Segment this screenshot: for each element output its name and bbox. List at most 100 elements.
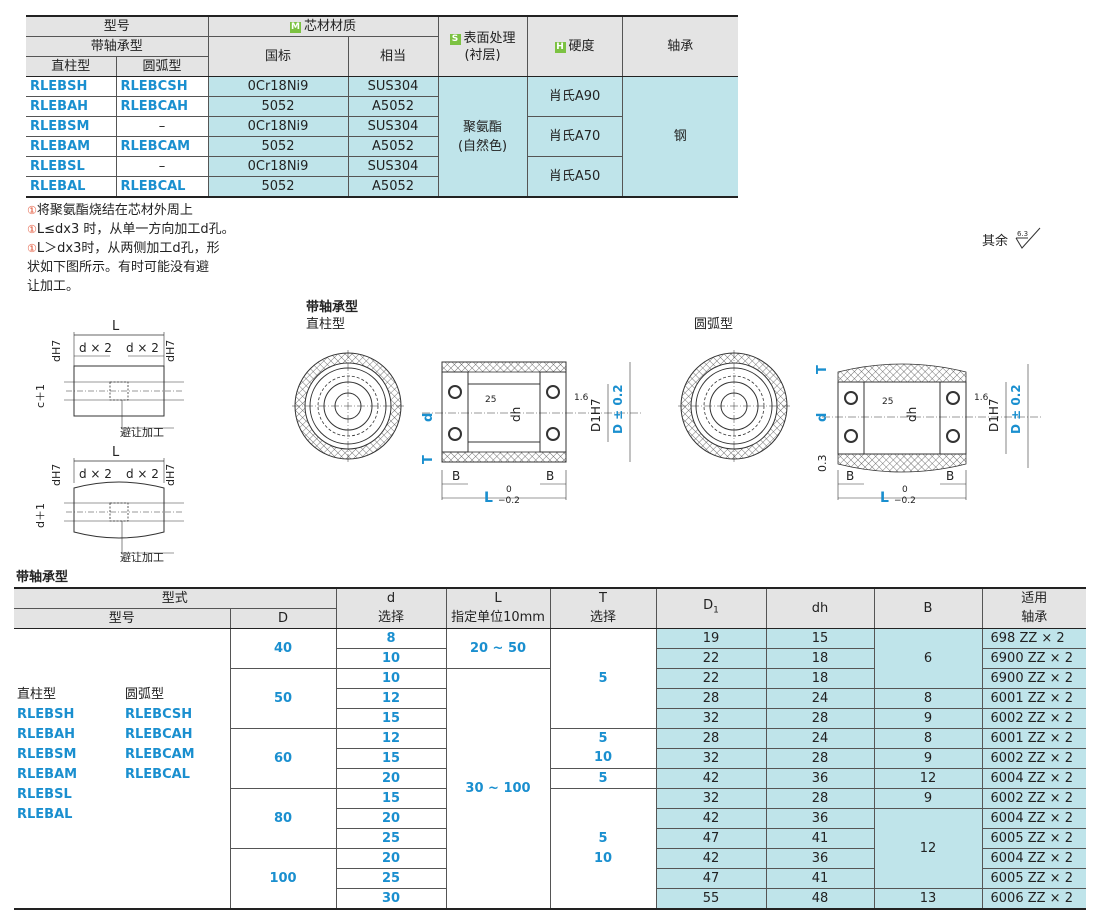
- dh-value: 18: [765, 648, 875, 669]
- model-code: –: [115, 156, 209, 177]
- B-value: 8: [873, 728, 983, 749]
- s-icon: S: [449, 33, 461, 45]
- model-code: RLEBSL: [26, 156, 117, 177]
- model-code: RLEBAM: [26, 136, 117, 157]
- model-code: RLEBCSH: [115, 76, 209, 97]
- svg-text:D ± 0.2: D ± 0.2: [611, 384, 625, 434]
- material-gb: 5052: [207, 136, 349, 157]
- header-with-bearing: 带轴承型: [26, 36, 209, 57]
- dh-value: 28: [765, 788, 875, 809]
- svg-text:0.3: 0.3: [816, 455, 829, 473]
- header-d-sub: 选择: [335, 608, 447, 629]
- D1-value: 32: [655, 748, 767, 769]
- B-value: 12: [873, 768, 983, 789]
- svg-text:dh: dh: [905, 407, 919, 422]
- D1-value: 42: [655, 848, 767, 869]
- svg-text:避让加工: 避让加工: [120, 425, 164, 439]
- drawing-title: 带轴承型: [306, 300, 359, 315]
- dh-value: 28: [765, 748, 875, 769]
- surface-value: 聚氨酯(自然色): [437, 76, 528, 198]
- model-code: RLEBCAH: [115, 96, 209, 117]
- D1-value: 55: [655, 888, 767, 910]
- svg-text:避让加工: 避让加工: [120, 550, 164, 564]
- model-code: RLEBCAM: [115, 136, 209, 157]
- B-value: 9: [873, 708, 983, 729]
- svg-text:d: d: [815, 413, 830, 422]
- h-icon: H: [554, 42, 566, 53]
- svg-text:d × 2: d × 2: [126, 341, 159, 355]
- D1-value: 22: [655, 668, 767, 689]
- D1-value: 28: [655, 688, 767, 709]
- dh-value: 41: [765, 868, 875, 889]
- material-gb: 5052: [207, 176, 349, 198]
- header-L: L: [445, 587, 551, 609]
- svg-text:B: B: [946, 469, 954, 483]
- T-value: 10: [549, 748, 657, 769]
- svg-text:L: L: [112, 319, 120, 334]
- d-value: 8: [335, 628, 447, 649]
- T-value: 5: [549, 728, 657, 749]
- dh-value: 36: [765, 768, 875, 789]
- svg-text:25: 25: [882, 397, 893, 407]
- dh-value: 18: [765, 668, 875, 689]
- svg-text:D1H7: D1H7: [589, 398, 603, 432]
- D-value: 80: [229, 788, 337, 849]
- material-gb: 0Cr18Ni9: [207, 116, 349, 137]
- header-type: 型式: [14, 587, 337, 609]
- hardness-value: 肖氏A70: [526, 116, 623, 157]
- header-D1: D1: [655, 587, 767, 629]
- drawing-subtitle-straight: 直柱型: [306, 317, 346, 332]
- svg-text:T: T: [421, 455, 436, 464]
- svg-text:D1H7: D1H7: [987, 398, 1001, 432]
- D1-value: 47: [655, 868, 767, 889]
- svg-text:L: L: [880, 490, 889, 506]
- relief-sketches: L d × 2 d × 2 dH7 dH7 c＋1 避让加工 L d × 2 d…: [34, 319, 184, 564]
- dh-value: 48: [765, 888, 875, 910]
- header-bearing: 适用: [981, 587, 1087, 609]
- B-value: 9: [873, 788, 983, 809]
- d-value: 25: [335, 828, 447, 849]
- header-dh: dh: [765, 587, 875, 629]
- svg-text:d × 2: d × 2: [79, 341, 112, 355]
- B-value: 13: [873, 888, 983, 910]
- svg-text:1.6: 1.6: [574, 393, 589, 403]
- model-code: RLEBSH: [26, 76, 117, 97]
- dh-value: 28: [765, 708, 875, 729]
- material-eq: SUS304: [347, 116, 439, 137]
- header-model: 型号: [14, 608, 231, 629]
- D1-value: 19: [655, 628, 767, 649]
- B-value: 9: [873, 748, 983, 769]
- svg-text:L: L: [112, 445, 120, 460]
- svg-text:1.6: 1.6: [974, 393, 989, 403]
- size-table: 型式 d L T D1 dh B 适用 型号 D 选择 指定单位10mm 选择 …: [14, 587, 1087, 910]
- svg-text:c＋1: c＋1: [34, 384, 47, 408]
- straight-end-view: [292, 350, 404, 462]
- bearing-value: 6004 ZZ × 2: [981, 808, 1087, 829]
- D-value: 60: [229, 728, 337, 789]
- dh-value: 24: [765, 688, 875, 709]
- straight-section-view: d T dh 25 1.6 D1H7 D ± 0.2 B B L 0 −0.2: [421, 361, 642, 506]
- dh-value: 15: [765, 628, 875, 649]
- D-value: 100: [229, 848, 337, 910]
- arc-section-view: d T 0.3 dh 25 1.6 D1H7 D ± 0.2 B B L 0 −…: [815, 363, 1042, 506]
- material-gb: 0Cr18Ni9: [207, 156, 349, 177]
- hardness-value: 肖氏A50: [526, 156, 623, 198]
- m-icon: M: [290, 22, 302, 33]
- note-3: ①L＞dx3时，从两侧加工d孔，形: [27, 241, 220, 256]
- d-value: 30: [335, 888, 447, 910]
- model-code: RLEBAH: [26, 96, 117, 117]
- B-value: 6: [873, 628, 983, 689]
- svg-text:dH7: dH7: [164, 464, 177, 486]
- d-value: 12: [335, 728, 447, 749]
- svg-text:25: 25: [485, 395, 496, 405]
- dh-value: 36: [765, 848, 875, 869]
- svg-text:0: 0: [902, 485, 908, 495]
- size-table-title: 带轴承型: [16, 570, 69, 585]
- header-B: B: [873, 587, 983, 629]
- header-T: T: [549, 587, 657, 609]
- header-D: D: [229, 608, 337, 629]
- shaft-value: 钢: [621, 76, 739, 198]
